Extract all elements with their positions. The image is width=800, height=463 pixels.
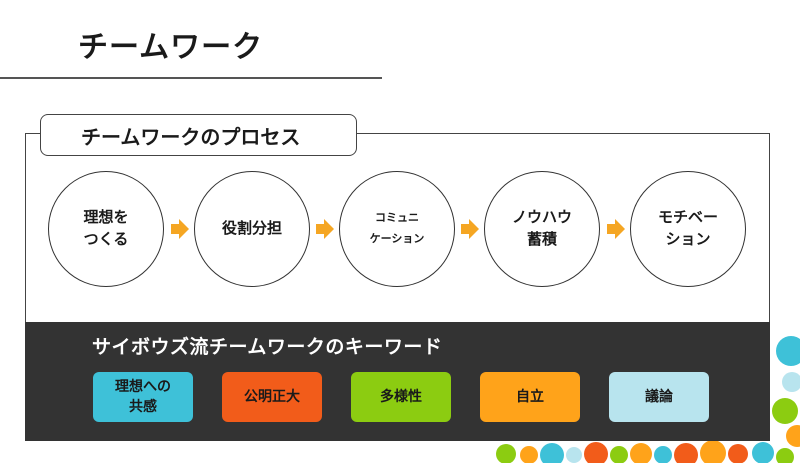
arrow-right-icon (171, 219, 189, 239)
arrow-right-icon (316, 219, 334, 239)
decor-dot (520, 446, 538, 463)
step-circle-4: ノウハウ 蓄積 (484, 171, 600, 287)
step-circle-5: モチベー ション (630, 171, 746, 287)
decor-dot (700, 440, 726, 463)
keyword-heading: サイボウズ流チームワークのキーワード (92, 336, 443, 358)
decor-dot (776, 448, 794, 463)
step-circle-1: 理想を つくる (48, 171, 164, 287)
keyword-box-4: 自立 (480, 372, 580, 422)
decor-dot (610, 446, 628, 463)
decor-dot (776, 336, 800, 366)
arrow-right-icon (461, 219, 479, 239)
keyword-box-1: 理想への 共感 (93, 372, 193, 422)
decor-dot (728, 444, 748, 463)
keyword-box-3: 多様性 (351, 372, 451, 422)
decor-dot (584, 442, 608, 463)
decor-dot (496, 444, 516, 463)
decor-dot (654, 446, 672, 463)
process-heading-tab: チームワークのプロセス (40, 114, 357, 156)
keyword-box-2: 公明正大 (222, 372, 322, 422)
title-underline (0, 77, 382, 79)
decor-dot (786, 425, 800, 447)
decor-dot (782, 372, 800, 392)
decor-dot (540, 443, 564, 463)
arrow-right-icon (607, 219, 625, 239)
decor-dot (674, 443, 698, 463)
step-circle-3: コミュニ ケーション (339, 171, 455, 287)
decor-dot (630, 443, 652, 463)
process-heading: チームワークのプロセス (81, 124, 301, 149)
step-circle-2: 役割分担 (194, 171, 310, 287)
decor-dot (566, 447, 582, 463)
decor-dot (772, 398, 798, 424)
page-title: チームワーク (78, 30, 264, 65)
decor-dot (752, 442, 774, 463)
keyword-box-5: 議論 (609, 372, 709, 422)
